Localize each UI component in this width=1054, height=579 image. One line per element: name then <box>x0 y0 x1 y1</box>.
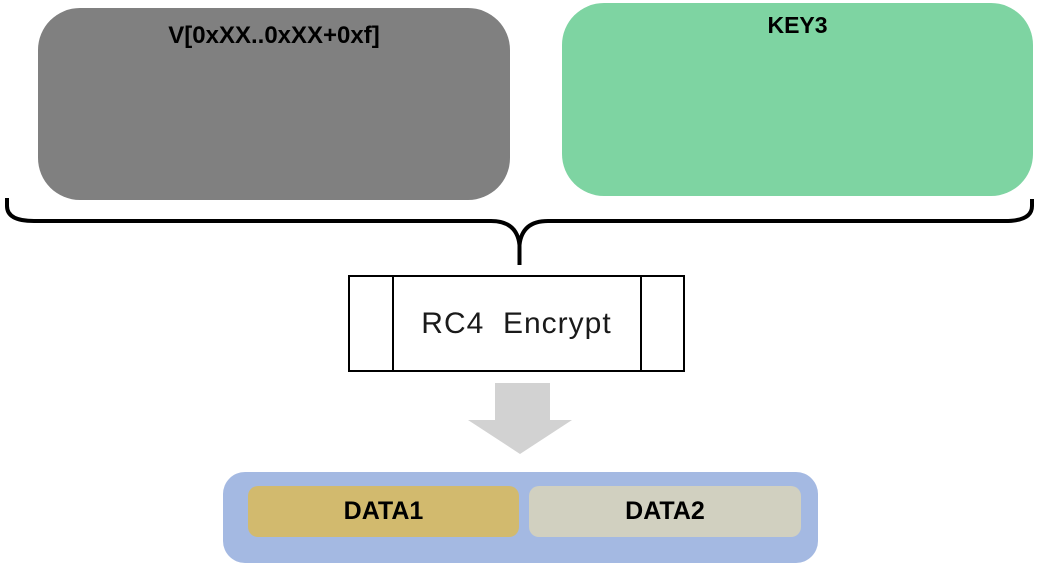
input-box-v-range-label: V[0xXX..0xXX+0xf] <box>168 22 380 49</box>
rc4-encrypt-box: RC4 Encrypt <box>348 275 685 372</box>
rc4-encrypt-label: RC4 Encrypt <box>421 306 612 340</box>
curly-brace-left-half <box>5 198 522 265</box>
input-box-key3-label: KEY3 <box>767 12 828 38</box>
process-box-right-divider <box>640 277 642 370</box>
input-box-v-range: V[0xXX..0xXX+0xf] <box>38 8 510 200</box>
down-arrow-icon <box>468 383 572 454</box>
output-segment-data2: DATA2 <box>529 486 801 537</box>
output-container: DATA1 DATA2 <box>223 472 818 563</box>
curly-brace-right-half <box>517 199 1034 246</box>
output-segment-data1: DATA1 <box>248 486 519 537</box>
input-box-key3: KEY3 <box>562 3 1033 196</box>
process-box-left-divider <box>392 277 394 370</box>
